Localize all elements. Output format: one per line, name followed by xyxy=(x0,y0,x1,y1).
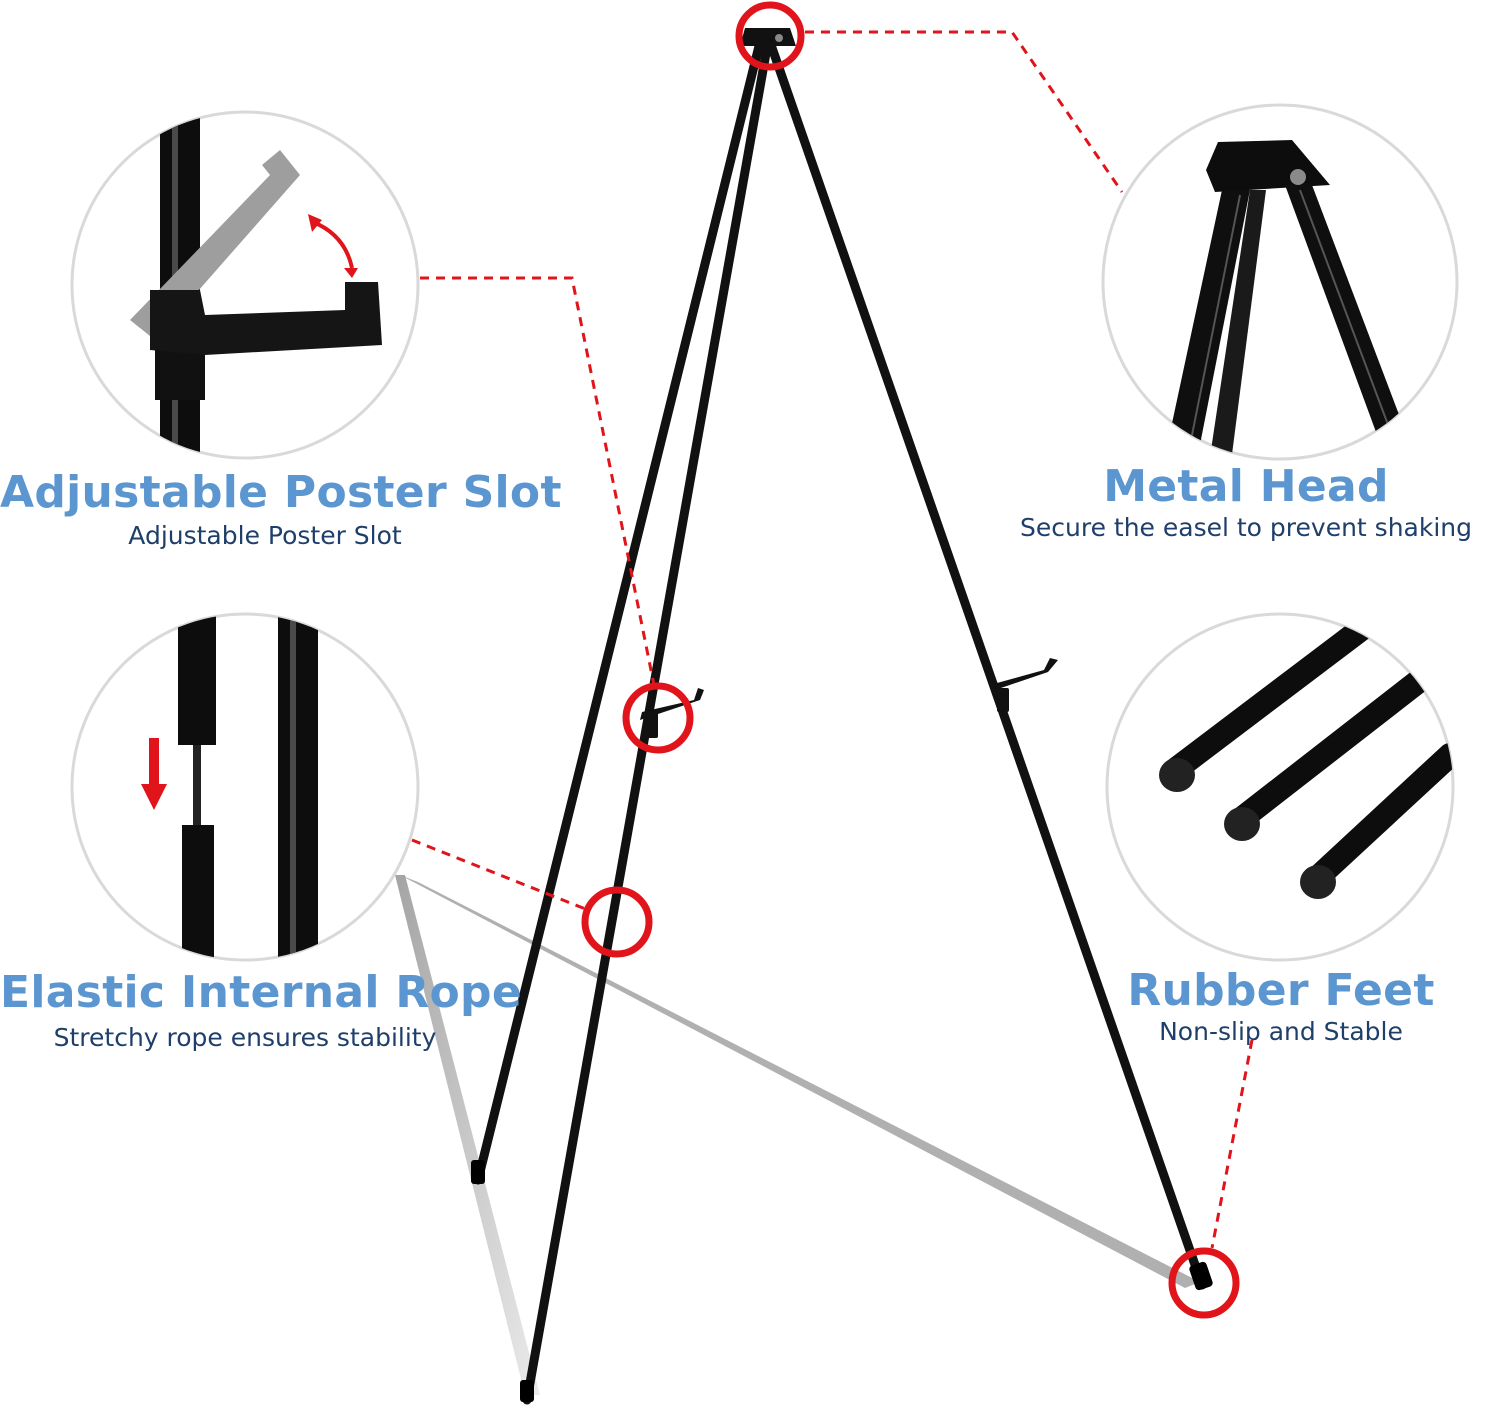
easel-shadow xyxy=(395,875,1200,1395)
callout-circles xyxy=(581,1,1240,1319)
easel-legs xyxy=(473,37,1207,1405)
poster-slot-closeup xyxy=(70,110,420,460)
foot-highlight-circle xyxy=(1168,1247,1240,1319)
poster-slot-label: Adjustable Poster Slot Adjustable Poster… xyxy=(0,467,562,552)
rubber-feet-title: Rubber Feet xyxy=(1127,965,1435,1016)
down-arrow-icon xyxy=(149,738,159,786)
elastic-rope-title: Elastic Internal Rope xyxy=(0,967,522,1018)
metal-head-title: Metal Head xyxy=(1103,461,1389,512)
metal-head-label: Metal Head Secure the easel to prevent s… xyxy=(995,462,1497,544)
poster-slot-subtitle: Adjustable Poster Slot xyxy=(128,521,402,550)
elastic-rope-label: Elastic Internal Rope Stretchy rope ensu… xyxy=(0,967,522,1054)
poster-slot-title: Adjustable Poster Slot xyxy=(0,467,562,518)
metal-head-closeup xyxy=(1101,103,1459,461)
easel-head xyxy=(740,28,796,46)
rope-highlight-circle xyxy=(581,886,653,958)
easel-poster-holders xyxy=(640,658,1058,738)
head-highlight-circle xyxy=(735,1,805,71)
slot-highlight-circle xyxy=(622,682,694,754)
rubber-feet-subtitle: Non-slip and Stable xyxy=(1159,1017,1403,1046)
rubber-feet-closeup xyxy=(1105,612,1455,962)
easel-feet xyxy=(471,1160,1213,1402)
rubber-feet-label: Rubber Feet Non-slip and Stable xyxy=(1100,966,1462,1048)
elastic-rope-closeup xyxy=(70,612,420,962)
callout-lines xyxy=(411,30,1254,1249)
elastic-rope-subtitle: Stretchy rope ensures stability xyxy=(53,1023,437,1052)
metal-head-subtitle: Secure the easel to prevent shaking xyxy=(1020,513,1472,542)
